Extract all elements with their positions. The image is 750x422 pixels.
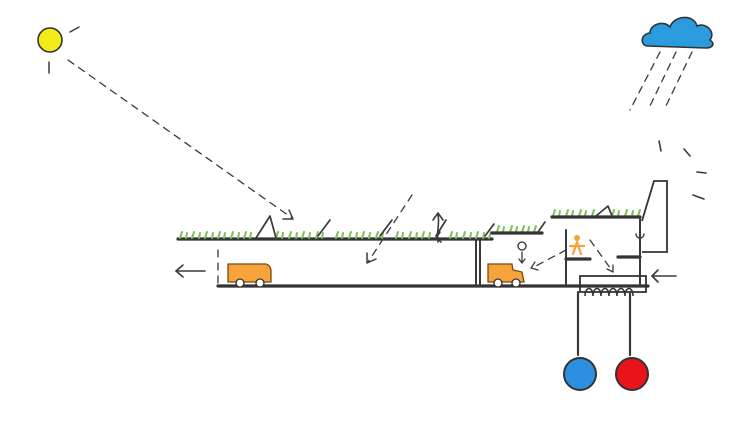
person-head <box>574 235 580 241</box>
rain-line <box>663 51 693 111</box>
cold-reservoir <box>563 357 597 391</box>
light-tube <box>367 194 413 263</box>
van-body <box>487 263 525 283</box>
roof-rooflight <box>537 221 546 233</box>
green-roof <box>176 205 642 241</box>
roof-rooflight <box>379 219 393 237</box>
roof-rooflight <box>484 223 495 237</box>
light-tube-arrowhead <box>366 252 377 264</box>
person-body <box>568 240 586 256</box>
cloud-shape <box>641 16 714 49</box>
indicator-dial <box>517 241 527 251</box>
van-icon <box>227 263 272 288</box>
airflow-arrow <box>531 249 567 269</box>
roof-rooflight <box>317 219 331 237</box>
rain-cloud-icon <box>641 16 714 49</box>
sun-icon <box>37 26 80 74</box>
roof-break <box>435 231 442 243</box>
collector-tick <box>658 140 662 152</box>
airflow-arrow <box>589 239 614 273</box>
intake-arrowhead <box>651 269 659 283</box>
airflow-arrowhead <box>606 264 614 273</box>
ventilation-chimney <box>641 180 668 253</box>
van-wheel <box>235 278 245 288</box>
heat-exchanger-coil <box>584 287 634 297</box>
roof-rooflight <box>255 215 277 239</box>
collector-tick <box>692 194 705 200</box>
rain-line <box>647 51 677 111</box>
van-wheel <box>511 278 521 288</box>
tower-base <box>579 275 647 293</box>
sunlight-ray-arrowhead <box>282 209 294 220</box>
hot-reservoir <box>615 357 649 391</box>
van-wheel <box>255 278 265 288</box>
sun-disc <box>37 27 63 53</box>
sun-ray <box>69 26 80 33</box>
chimney-fan <box>635 227 645 239</box>
ventilation-arrowhead <box>432 212 444 221</box>
collector-tick <box>683 148 691 157</box>
roof-grass <box>179 209 641 239</box>
collector-tick <box>696 171 707 174</box>
roof-rooflight <box>595 205 613 217</box>
van-body <box>227 263 272 283</box>
van-icon <box>487 263 525 288</box>
person-icon <box>568 235 586 256</box>
airflow-arrowhead <box>530 261 539 271</box>
exit-arrowhead <box>175 264 184 278</box>
indicator-icon <box>517 241 527 264</box>
sunlight-ray <box>67 59 293 219</box>
van-wheel <box>493 278 503 288</box>
rain-line <box>629 51 661 111</box>
indicator-arrowhead <box>518 258 526 264</box>
